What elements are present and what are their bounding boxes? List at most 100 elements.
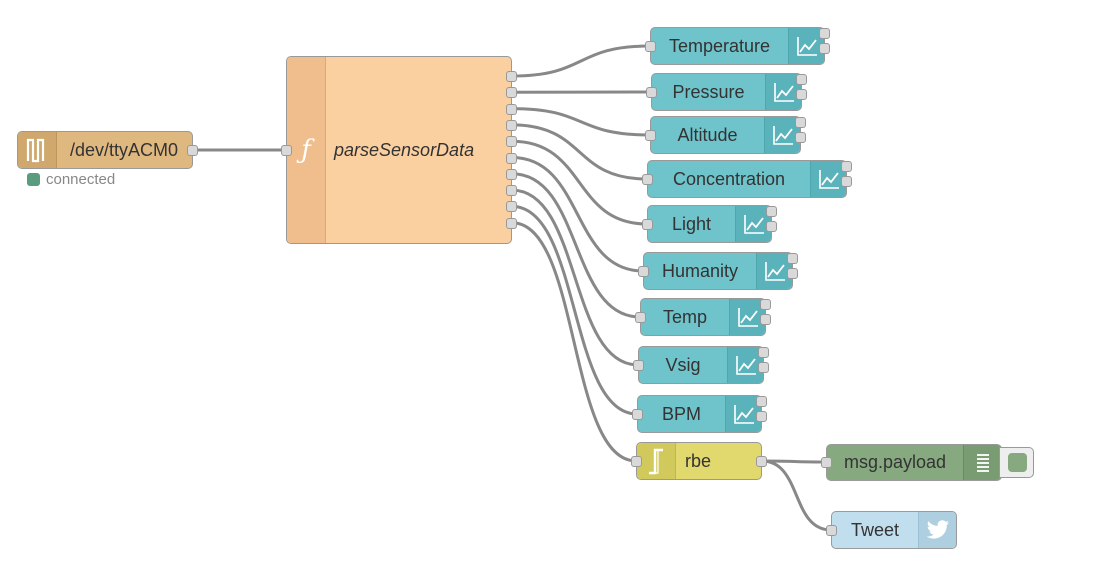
function-icon-box: ƒ (287, 57, 326, 243)
chart-node-light[interactable]: Light (642, 205, 777, 243)
wire-function-to-chart-1[interactable] (511, 44, 651, 78)
function-node[interactable]: ƒ parseSensorData (281, 56, 517, 244)
wire-function-to-chart-8[interactable] (511, 188, 639, 367)
serial-output-port[interactable] (187, 145, 198, 156)
chart-node-concentration[interactable]: Concentration (642, 160, 852, 198)
function-output-port-6[interactable] (506, 152, 517, 164)
chart-input-port[interactable] (633, 360, 644, 371)
function-output-port-3[interactable] (506, 103, 517, 115)
chart-output-port-1[interactable] (796, 74, 807, 85)
function-icon: ƒ (301, 135, 311, 165)
chart-input-port[interactable] (645, 130, 656, 141)
debug-list-icon (976, 453, 989, 472)
serial-in-node[interactable]: /dev/ttyACM0 (17, 131, 198, 169)
function-output-port-4[interactable] (506, 119, 517, 131)
chart-output-port-1[interactable] (756, 396, 767, 407)
chart-line-icon (773, 83, 794, 102)
wire-function-to-chart-9[interactable] (511, 204, 638, 416)
chart-output-port-2[interactable] (796, 89, 807, 100)
chart-line-icon (743, 215, 764, 234)
wire-function-to-chart-4[interactable] (511, 123, 648, 181)
function-node-label: parseSensorData (334, 139, 475, 160)
chart-input-port[interactable] (635, 312, 646, 323)
wire-function-to-chart-3[interactable] (511, 107, 651, 137)
rbe-node[interactable]: rbe (631, 442, 767, 480)
chart-node-humanity[interactable]: Humanity (638, 252, 798, 290)
chart-line-icon (818, 170, 839, 189)
wire-function-to-rbe[interactable] (511, 221, 637, 463)
chart-output-port-1[interactable] (787, 253, 798, 264)
chart-output-port-2[interactable] (819, 43, 830, 54)
chart-input-port[interactable] (638, 266, 649, 277)
chart-node-altitude[interactable]: Altitude (645, 116, 806, 154)
serial-icon (26, 138, 45, 163)
debug-toggle-button[interactable] (999, 447, 1034, 478)
chart-node-vsig[interactable]: Vsig (633, 346, 769, 384)
debug-node[interactable]: msg.payload (821, 444, 1002, 481)
chart-output-port-1[interactable] (819, 28, 830, 39)
chart-line-icon (737, 308, 758, 327)
chart-output-port-2[interactable] (758, 362, 769, 373)
chart-node-temp[interactable]: Temp (635, 298, 771, 336)
serial-icon-box (18, 132, 57, 168)
chart-output-port-2[interactable] (760, 314, 771, 325)
chart-node-label: Temp (662, 306, 707, 327)
chart-output-port-2[interactable] (841, 176, 852, 187)
wire-rbe-to-debug[interactable] (761, 459, 827, 464)
chart-output-port-2[interactable] (787, 268, 798, 279)
wire-rbe-to-tweet[interactable] (761, 459, 832, 532)
function-input-port[interactable] (281, 145, 292, 156)
function-output-port-1[interactable] (506, 71, 517, 82)
chart-icon-box (764, 117, 800, 153)
status-dot-icon (27, 173, 40, 186)
tweet-input-port[interactable] (826, 525, 837, 536)
function-output-port-5[interactable] (506, 136, 517, 148)
chart-input-port[interactable] (632, 409, 643, 420)
chart-input-port[interactable] (645, 41, 656, 52)
function-output-port-9[interactable] (506, 201, 517, 213)
rbe-output-port[interactable] (756, 456, 767, 467)
chart-icon-box (735, 206, 771, 242)
chart-icon-box (727, 347, 763, 383)
chart-output-port-2[interactable] (795, 132, 806, 143)
function-output-port-7[interactable] (506, 168, 517, 180)
rbe-node-label: rbe (685, 450, 712, 471)
chart-input-port[interactable] (646, 87, 657, 98)
wire-function-to-chart-5[interactable] (511, 139, 648, 226)
rbe-icon (649, 448, 663, 475)
chart-line-icon (735, 356, 756, 375)
chart-output-port-2[interactable] (756, 411, 767, 422)
chart-output-port-2[interactable] (766, 221, 777, 232)
debug-node-label: msg.payload (843, 452, 947, 472)
chart-node-label: Altitude (677, 124, 738, 145)
debug-toggle-indicator (1008, 453, 1027, 472)
tweet-node[interactable]: Tweet (826, 511, 957, 549)
chart-output-port-1[interactable] (841, 161, 852, 172)
chart-icon-box (756, 253, 792, 289)
function-output-port-8[interactable] (506, 185, 517, 197)
debug-input-port[interactable] (821, 457, 832, 468)
serial-status: connected (27, 171, 115, 188)
chart-node-bpm[interactable]: BPM (632, 395, 767, 433)
rbe-icon-box (637, 443, 676, 479)
chart-output-port-1[interactable] (760, 299, 771, 310)
chart-input-port[interactable] (642, 219, 653, 230)
chart-line-icon (733, 405, 754, 424)
chart-icon-box (788, 28, 824, 64)
chart-input-port[interactable] (642, 174, 653, 185)
chart-node-temperature[interactable]: Temperature (645, 27, 830, 65)
chart-output-port-1[interactable] (766, 206, 777, 217)
wire-function-to-chart-7[interactable] (511, 172, 641, 319)
chart-output-port-1[interactable] (795, 117, 806, 128)
chart-node-pressure[interactable]: Pressure (646, 73, 807, 111)
chart-icon-box (729, 299, 765, 335)
chart-line-icon (764, 262, 785, 281)
chart-output-port-1[interactable] (758, 347, 769, 358)
wire-function-to-chart-6[interactable] (511, 156, 644, 273)
chart-node-label: Pressure (672, 81, 745, 102)
chart-node-label: Humanity (661, 260, 739, 281)
rbe-input-port[interactable] (631, 456, 642, 467)
function-output-port-2[interactable] (506, 87, 517, 99)
function-output-port-10[interactable] (506, 217, 517, 229)
